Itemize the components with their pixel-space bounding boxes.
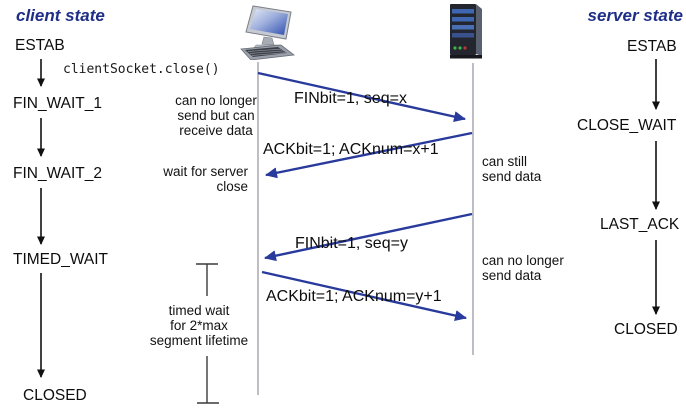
client-state-estab: ESTAB [15,37,65,54]
annotation-server-no-send: can no longer send data [482,253,564,283]
message-arrows [257,71,473,321]
fin-x-label: FINbit=1, seq=x [294,90,407,107]
fin-y-arrow [264,212,473,262]
client-state-closed: CLOSED [23,387,87,404]
annotation-server-can-send: can still send data [482,154,542,184]
client-state-timed-wait: TIMED_WAIT [13,251,109,268]
server-state-estab: ESTAB [627,38,677,55]
desktop-computer-icon [240,5,296,60]
annotation-client-after-fin: can no longer send but can receive data [175,93,257,138]
annotation-wait-for-server-close: wait for server close [163,164,248,194]
server-state-header: server state [587,6,683,25]
server-tower-icon [450,4,482,59]
annotation-timed-wait: timed wait for 2*max segment lifetime [149,303,249,348]
ack-x1-arrow [265,131,473,179]
ack-y1-arrow [261,270,467,321]
server-state-last-ack: LAST_ACK [600,216,680,233]
client-state-fin-wait-2: FIN_WAIT_2 [13,165,102,182]
client-socket-close-call: clientSocket.close() [63,62,220,77]
server-state-close-wait: CLOSE_WAIT [577,117,677,134]
fin-x-arrow [257,71,466,122]
ack-y1-label: ACKbit=1; ACKnum=y+1 [266,288,442,305]
fin-y-label: FINbit=1, seq=y [295,235,408,252]
client-state-header: client state [16,6,105,25]
timed-wait-bracket [196,263,219,404]
ack-x1-label: ACKbit=1; ACKnum=x+1 [263,141,439,158]
server-state-closed: CLOSED [614,321,678,338]
client-state-fin-wait-1: FIN_WAIT_1 [13,95,102,112]
